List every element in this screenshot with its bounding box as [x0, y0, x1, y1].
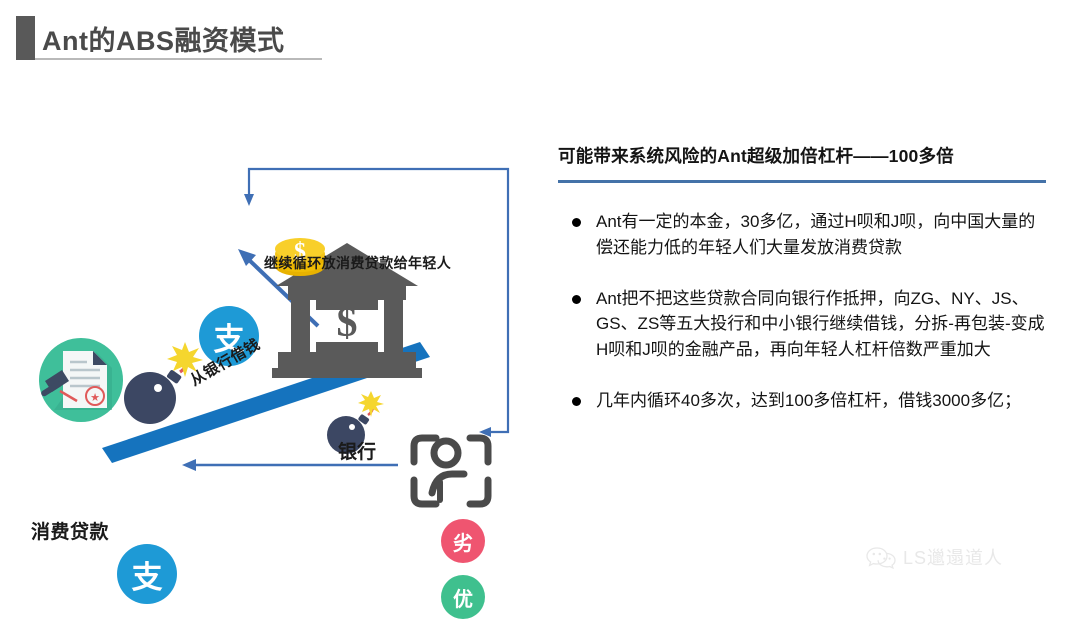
young-consumer-icon: [410, 434, 492, 508]
label-bank: 银行: [338, 442, 377, 463]
watermark-text: LS邋遢道人: [903, 548, 1004, 568]
recycle-loop-arrowheads: [244, 194, 491, 437]
bank-building-icon: [272, 243, 422, 378]
bullet-dot-icon: [572, 218, 581, 227]
bullet-dot-icon: [572, 294, 581, 304]
header-accent-block: [16, 16, 35, 60]
bullet-text: 几年内循环40多次，达到100多倍杠杆，借钱3000多亿；: [596, 391, 1022, 411]
list-item: Ant把不把这些贷款合同向银行作抵押，向ZG、NY、JS、GS、ZS等五大投行和…: [558, 286, 1058, 363]
bullet-dot-icon: [572, 397, 581, 407]
badge-bad-tranche: 劣: [441, 519, 485, 563]
panel-heading: 可能带来系统风险的Ant超级加倍杠杆——100多倍: [558, 146, 954, 166]
bank-dollar-symbol: $: [337, 300, 358, 346]
bomb-icon-left: [124, 342, 203, 424]
alipay-node-bottom: 支: [117, 544, 177, 604]
bullet-text: Ant有一定的本金，30多亿，通过H呗和J呗，向中国大量的偿还能力低的年轻人们大…: [596, 212, 1036, 257]
page-title: Ant的ABS融资模式: [42, 26, 285, 56]
svg-text:$: $: [337, 300, 358, 346]
svg-text:★: ★: [90, 392, 100, 404]
list-item: 几年内循环40多次，达到100多倍杠杆，借钱3000多亿；: [558, 388, 1058, 414]
watermark: LS邋遢道人: [866, 544, 1003, 570]
person-glyph: [428, 437, 468, 503]
bomb-spark-right: [358, 391, 384, 417]
badge-good-tranche: 优: [441, 575, 485, 619]
alipay-node-top: 支: [199, 306, 259, 366]
bomb-spark-left: [167, 342, 203, 377]
financing-flow-diagram: $ $: [0, 110, 545, 619]
consumer-to-alipay-arrow: [182, 459, 398, 471]
recycle-loop-connector: [247, 167, 510, 434]
list-item: Ant有一定的本金，30多亿，通过H呗和J呗，向中国大量的偿还能力低的年轻人们大…: [558, 209, 1058, 261]
slide-header: Ant的ABS融资模式: [0, 0, 1080, 70]
svg-text:$: $: [294, 239, 306, 265]
panel-divider: [558, 180, 1046, 183]
coin-stack-icon: $: [275, 238, 325, 276]
label-consumer-loan: 消费贷款: [31, 522, 110, 543]
label-recycle-loop: 继续循环放消费贷款给年轻人: [264, 255, 452, 271]
explanation-panel: 可能带来系统风险的Ant超级加倍杠杆——100多倍 Ant有一定的本金，30多亿…: [558, 143, 1058, 439]
consumer-loan-document-icon: ★: [39, 338, 123, 422]
bullet-text: Ant把不把这些贷款合同向银行作抵押，向ZG、NY、JS、GS、ZS等五大投行和…: [596, 288, 1045, 360]
wechat-bubble-icon: [866, 546, 896, 569]
bullet-list: Ant有一定的本金，30多亿，通过H呗和J呗，向中国大量的偿还能力低的年轻人们大…: [558, 209, 1058, 414]
bomb-icon-right: [327, 391, 384, 454]
header-divider: [35, 58, 322, 60]
